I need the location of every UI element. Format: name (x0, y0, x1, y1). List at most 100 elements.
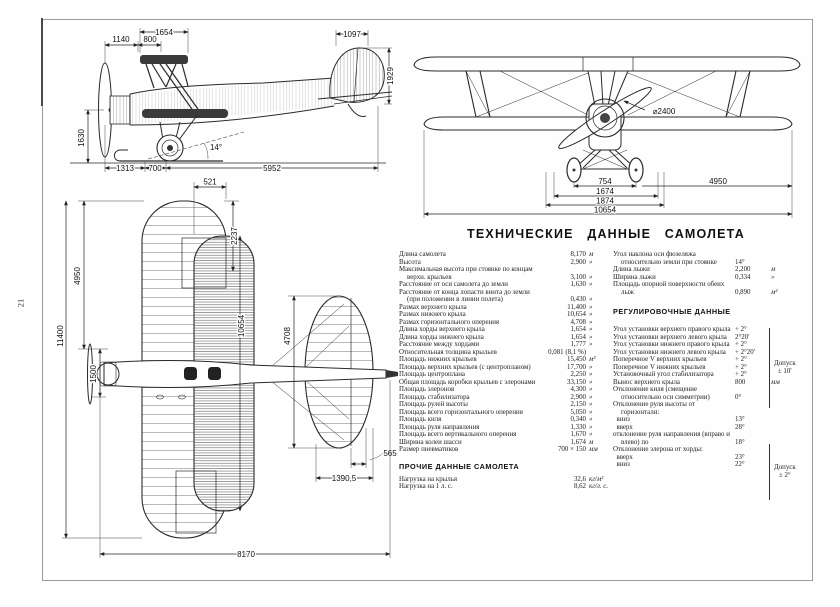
spec-unit: » (589, 281, 593, 288)
specs-right-column: Угол наклона оси фюзеляжа относительно з… (613, 251, 813, 500)
regulation-rows: Угол установки верхнего правого крыла + … (613, 326, 813, 469)
spec-value: 2,900 (570, 393, 586, 401)
tolerance-brace (769, 328, 770, 408)
spec-row: Угол установки нижнего правого крыла + 2… (613, 341, 813, 349)
spec-value: 2°20′ (735, 333, 750, 341)
dim-label: 1654 (155, 28, 173, 37)
dim-label: 1630 (77, 129, 86, 147)
spec-unit: м (589, 438, 594, 446)
spec-value: 10,654 (567, 311, 586, 318)
spec-label: Поперечное V верхних крыльев (613, 356, 707, 363)
spec-label: отклонение руля направления (вправо и вл… (613, 431, 730, 446)
spec-value: 1,654 (570, 333, 586, 341)
spec-value: 11,400 (567, 303, 586, 311)
spec-label: Общая площадь коробки крыльев с элеронам… (399, 378, 536, 386)
spec-value: 1,674 (570, 438, 586, 446)
spec-row: Относительная толщина крыльев 0,081 (8,1… (399, 349, 611, 357)
dim-label: 5952 (263, 164, 281, 173)
spec-row: Ширина лыжи 0,334 » (613, 274, 813, 282)
spec-label: Поперечное V нижних крыльев (613, 363, 706, 371)
tolerance-text: Допуск ± 2° (770, 464, 796, 480)
spec-label: Вынос верхнего крыла (613, 378, 680, 386)
dim-label: 2237 (230, 227, 239, 245)
tolerance-brace (769, 444, 770, 500)
dim-label: 1390,5 (332, 474, 357, 483)
spec-unit: » (589, 416, 593, 423)
front-view-drawing: ⌀2400 754 4950 1674 1874 10654 (413, 56, 801, 218)
spec-row: Расстояние от конца лопасти винта до зем… (399, 289, 611, 304)
spec-row: Длина хорды верхнего крыла 1,654 » (399, 326, 611, 334)
spec-label: вверх (613, 453, 633, 461)
spec-row: Площадь центроплана 2,250 » (399, 371, 611, 379)
spec-row: Площадь элеронов 4,300 » (399, 386, 611, 394)
tolerance-value: ± 10′ (777, 368, 792, 375)
spec-row: Длина хорды нижнего крыла 1,654 » (399, 334, 611, 342)
spec-label: Относительная толщина крыльев (399, 348, 497, 356)
spec-label: Площадь центроплана (399, 371, 465, 378)
spec-row: Угол установки верхнего правого крыла + … (613, 326, 813, 334)
specs-left-column: Длина самолета 8,170 м Высота 2,900 » Ма… (399, 251, 611, 491)
spec-row: Нагрузка на крылья 32,6 кг/м² (399, 476, 611, 484)
spec-value: + 2°20′ (735, 348, 756, 356)
spec-row: Угол установки нижнего левого крыла + 2°… (613, 349, 813, 357)
spec-value: 3,100 (570, 273, 586, 281)
spec-value: + 2° (735, 341, 747, 348)
spec-unit: » (589, 371, 593, 378)
spec-unit: » (589, 318, 593, 326)
other-data-header: ПРОЧИЕ ДАННЫЕ САМОЛЕТА (399, 461, 520, 471)
spec-label: вверх (613, 423, 633, 431)
spec-label: Размах нижнего крыла (399, 311, 466, 318)
spec-label: Длина самолета (399, 251, 446, 258)
spec-row: Высота 2,900 » (399, 259, 611, 267)
spec-unit: м (589, 251, 594, 258)
side-view-aircraft: 14° (70, 47, 393, 164)
spec-label: Размах горизонтального оперения (399, 318, 500, 326)
spec-value: 1,654 (570, 326, 586, 333)
spec-unit: » (589, 408, 593, 416)
specs-table: Длина самолета 8,170 м Высота 2,900 » Ма… (399, 251, 813, 500)
spec-label: Ширина колеи шасси (399, 438, 462, 446)
spec-unit: » (589, 341, 593, 348)
spec-value: 1,330 (570, 423, 586, 431)
spec-row: Установочный угол стабилизатора + 2° (613, 371, 813, 379)
dim-label: 521 (203, 178, 217, 187)
spec-value: 0° (735, 393, 742, 401)
spec-row: Расстояние от оси самолета до земли 1,63… (399, 281, 611, 289)
spec-row: вниз 22° (613, 461, 813, 469)
spec-label: Площадь всего вертикального оперения (399, 431, 517, 438)
spec-value: 4,708 (570, 318, 586, 326)
spec-label: Высота (399, 258, 421, 266)
page-frame-dark-segment (41, 18, 43, 106)
spec-unit: » (589, 258, 593, 266)
spec-unit: » (589, 296, 593, 303)
page-number: 21 (15, 298, 26, 308)
spec-unit: кг/л. с. (589, 483, 609, 490)
spec-label: Длина хорды верхнего крыла (399, 326, 485, 333)
spec-row: Максимальная высота при стоянке по конца… (399, 266, 611, 281)
tolerance-word: Допуск (774, 360, 796, 367)
spec-label: Отклонение руля высоты от горизонтали: (613, 401, 695, 416)
spec-unit: м² (771, 288, 778, 296)
spec-label: вниз (613, 461, 630, 468)
front-view-dimensions: 754 4950 1674 1874 10654 (423, 130, 793, 218)
dim-label: 1929 (386, 67, 395, 85)
spec-value: 0,890 (735, 288, 751, 296)
spec-value: 1,670 (570, 431, 586, 438)
dim-label: 1313 (116, 164, 134, 173)
spec-value: 4,300 (570, 386, 586, 393)
spec-value: 2,150 (570, 401, 586, 408)
spec-row: Ширина колеи шасси 1,674 м (399, 439, 611, 447)
spec-unit: » (589, 303, 593, 311)
spec-label: Расстояние между хордами (399, 341, 480, 348)
spec-value: 23° (735, 453, 745, 461)
tolerance-text: Допуск ± 10′ (770, 360, 796, 376)
spec-unit: м (771, 266, 776, 273)
spec-unit: » (589, 423, 593, 431)
dim-label: 1500 (89, 365, 98, 383)
spec-value: 0,430 (570, 296, 586, 303)
tolerance-value: ± 2° (778, 472, 791, 479)
spec-label: Угол установки верхнего правого крыла (613, 326, 731, 333)
spec-row: Поперечное V верхних крыльев + 2° (613, 356, 813, 364)
spec-label: Площадь всего горизонтального оперения (399, 408, 523, 416)
spec-value: + 2° (735, 356, 747, 363)
